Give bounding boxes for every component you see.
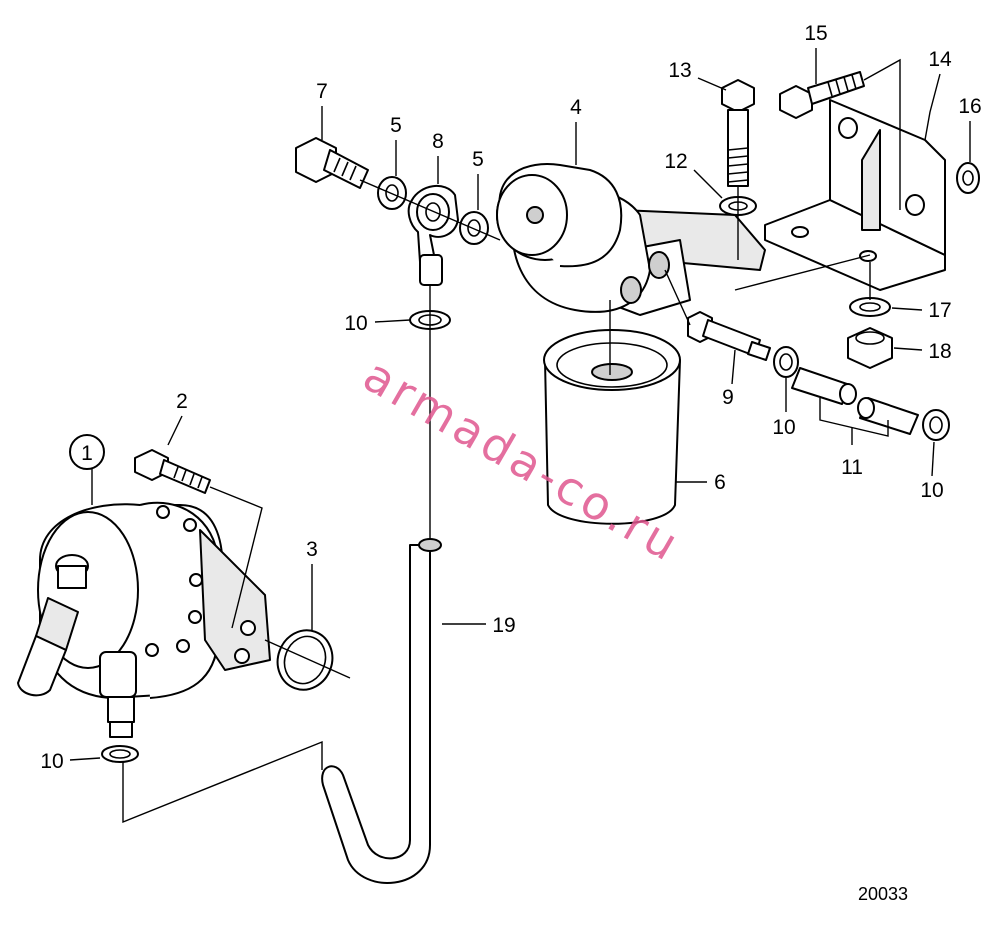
nut-18	[847, 327, 893, 369]
hose-clamp-right-b	[922, 409, 950, 441]
leader-lines	[122, 58, 901, 824]
bolt-13	[721, 79, 755, 187]
banjo-bolt-7	[295, 137, 369, 189]
callout-18: 18	[928, 340, 951, 363]
callout-10d: 10	[40, 750, 63, 773]
washer-16	[956, 162, 980, 194]
bolt-2	[134, 449, 211, 494]
callout-2: 2	[176, 390, 188, 413]
o-ring-3	[276, 629, 334, 691]
callout-17: 17	[928, 299, 951, 322]
callout-14: 14	[928, 48, 952, 71]
callout-16: 16	[958, 95, 981, 118]
washer-17	[849, 297, 891, 317]
callout-10c: 10	[920, 479, 943, 502]
bolt-15	[779, 71, 865, 119]
callout-13: 13	[668, 59, 691, 82]
fuel-hose-19	[321, 538, 442, 884]
callout-11: 11	[841, 456, 863, 479]
callout-9: 9	[722, 386, 734, 409]
washer-5-right	[459, 211, 489, 245]
callout-5a: 5	[390, 114, 402, 137]
hose-pieces-11	[791, 367, 919, 435]
callout-4: 4	[570, 96, 582, 119]
callout-3: 3	[306, 538, 318, 561]
callout-1-circle	[69, 434, 105, 470]
callout-7: 7	[316, 80, 328, 103]
callout-5b: 5	[472, 148, 484, 171]
filter-head	[496, 163, 766, 316]
hose-adapter-9	[687, 311, 771, 361]
fuel-filter-cartridge	[543, 329, 681, 525]
drawing-reference-number: 20033	[858, 884, 908, 904]
callout-15: 15	[804, 22, 827, 45]
fuel-pump	[17, 501, 271, 738]
callout-6: 6	[714, 471, 726, 494]
hose-clamp-pump	[101, 745, 139, 763]
callout-10b: 10	[772, 416, 795, 439]
callout-8: 8	[432, 130, 444, 153]
hose-clamp-right-a	[773, 346, 799, 378]
callout-19: 19	[492, 614, 515, 637]
callout-12: 12	[664, 150, 687, 173]
callouts: 1 2 3 4 5 5 6 7 8 9 10 10 10 10 11 12 13	[40, 22, 981, 773]
mounting-bracket-14	[764, 99, 946, 291]
callout-1: 1	[81, 442, 93, 465]
callout-10a: 10	[344, 312, 367, 335]
banjo-fitting-8	[407, 185, 459, 286]
